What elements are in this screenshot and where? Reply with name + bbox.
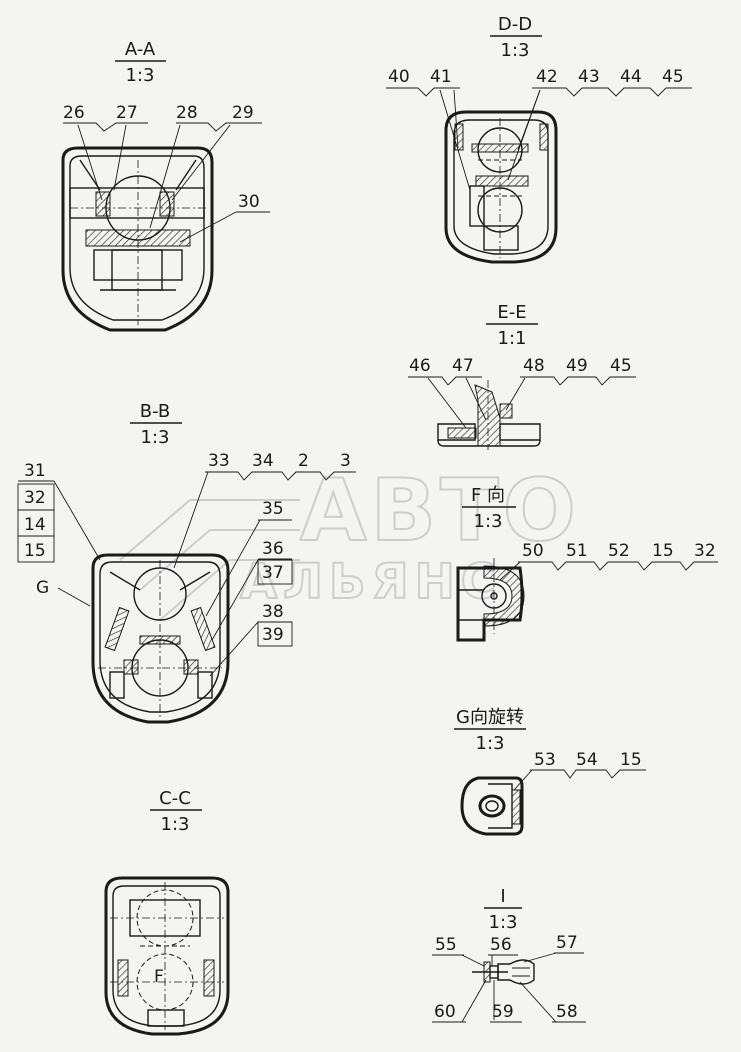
- callout-15b: 15: [652, 541, 674, 561]
- callout-32b: 32: [694, 541, 716, 561]
- callout-43: 43: [578, 67, 600, 87]
- callout-40: 40: [388, 67, 410, 87]
- view-g-scale: 1:3: [476, 733, 505, 754]
- callout-37: 37: [262, 563, 284, 583]
- view-g: G向旋转 1:3 53 54 15: [454, 707, 646, 836]
- callout-32a: 32: [24, 488, 46, 508]
- view-i: I 1:3 55 56 57 60 59 58: [432, 886, 586, 1023]
- callout-f: F: [154, 967, 164, 987]
- callout-53: 53: [534, 750, 556, 770]
- view-a-a-title: A-A: [125, 39, 156, 60]
- callout-46: 46: [409, 356, 431, 376]
- callout-33: 33: [208, 451, 230, 471]
- callout-48: 48: [523, 356, 545, 376]
- callout-52: 52: [608, 541, 630, 561]
- view-c-c: C-C 1:3 F: [104, 788, 230, 1036]
- view-c-c-scale: 1:3: [161, 814, 190, 835]
- callout-2: 2: [298, 451, 309, 471]
- callout-55: 55: [435, 935, 457, 955]
- view-e-e-title: E-E: [497, 302, 526, 323]
- callout-45a: 45: [662, 67, 684, 87]
- callout-41: 41: [430, 67, 452, 87]
- callout-31: 31: [24, 461, 46, 481]
- callout-54: 54: [576, 750, 598, 770]
- view-d-d-scale: 1:3: [501, 40, 530, 61]
- view-d-d-title: D-D: [498, 14, 532, 35]
- callout-38: 38: [262, 602, 284, 622]
- callout-28: 28: [176, 103, 198, 123]
- view-g-title: G向旋转: [456, 707, 524, 728]
- view-f-scale: 1:3: [474, 511, 503, 532]
- callout-3: 3: [340, 451, 351, 471]
- callout-30: 30: [238, 192, 260, 212]
- view-b-b: B-B 1:3 31 32 14 15 G 33 34 2 3: [17, 401, 356, 724]
- callout-47: 47: [452, 356, 474, 376]
- callout-58: 58: [556, 1002, 578, 1022]
- callout-34: 34: [252, 451, 274, 471]
- callout-15a: 15: [24, 541, 46, 561]
- callout-36: 36: [262, 539, 284, 559]
- callout-49: 49: [566, 356, 588, 376]
- view-b-b-scale: 1:3: [141, 427, 170, 448]
- callout-27: 27: [116, 103, 138, 123]
- view-a-a-scale: 1:3: [126, 65, 155, 86]
- view-i-title: I: [500, 886, 505, 907]
- callout-39: 39: [262, 625, 284, 645]
- callout-50: 50: [522, 541, 544, 561]
- callout-g: G: [36, 578, 49, 598]
- view-i-scale: 1:3: [489, 912, 518, 933]
- view-c-c-title: C-C: [159, 788, 191, 809]
- callout-59: 59: [492, 1002, 514, 1022]
- callout-57: 57: [556, 933, 578, 953]
- watermark: АВТО АЛЬЯНС: [119, 460, 580, 621]
- callout-56: 56: [490, 935, 512, 955]
- callout-44: 44: [620, 67, 642, 87]
- watermark-line2: АЛЬЯНС: [240, 554, 502, 610]
- view-a-a: A-A 1:3 26 27 28 29 30: [61, 39, 270, 332]
- view-b-b-title: B-B: [140, 401, 171, 422]
- view-f: F 向 1:3 50 51 52 15 32: [456, 485, 718, 642]
- callout-15c: 15: [620, 750, 642, 770]
- view-d-d: D-D 1:3 40 41 42 43 44 45: [386, 14, 692, 264]
- view-e-e: E-E 1:1 46 47 48 49 45: [408, 302, 636, 450]
- callout-51: 51: [566, 541, 588, 561]
- callout-35: 35: [262, 499, 284, 519]
- callout-45b: 45: [610, 356, 632, 376]
- callout-60: 60: [434, 1002, 456, 1022]
- callout-26: 26: [63, 103, 85, 123]
- watermark-line1: АВТО: [300, 461, 580, 561]
- callout-42: 42: [536, 67, 558, 87]
- view-e-e-scale: 1:1: [498, 328, 527, 349]
- view-f-title: F 向: [471, 485, 505, 506]
- callout-14: 14: [24, 515, 46, 535]
- callout-29: 29: [232, 103, 254, 123]
